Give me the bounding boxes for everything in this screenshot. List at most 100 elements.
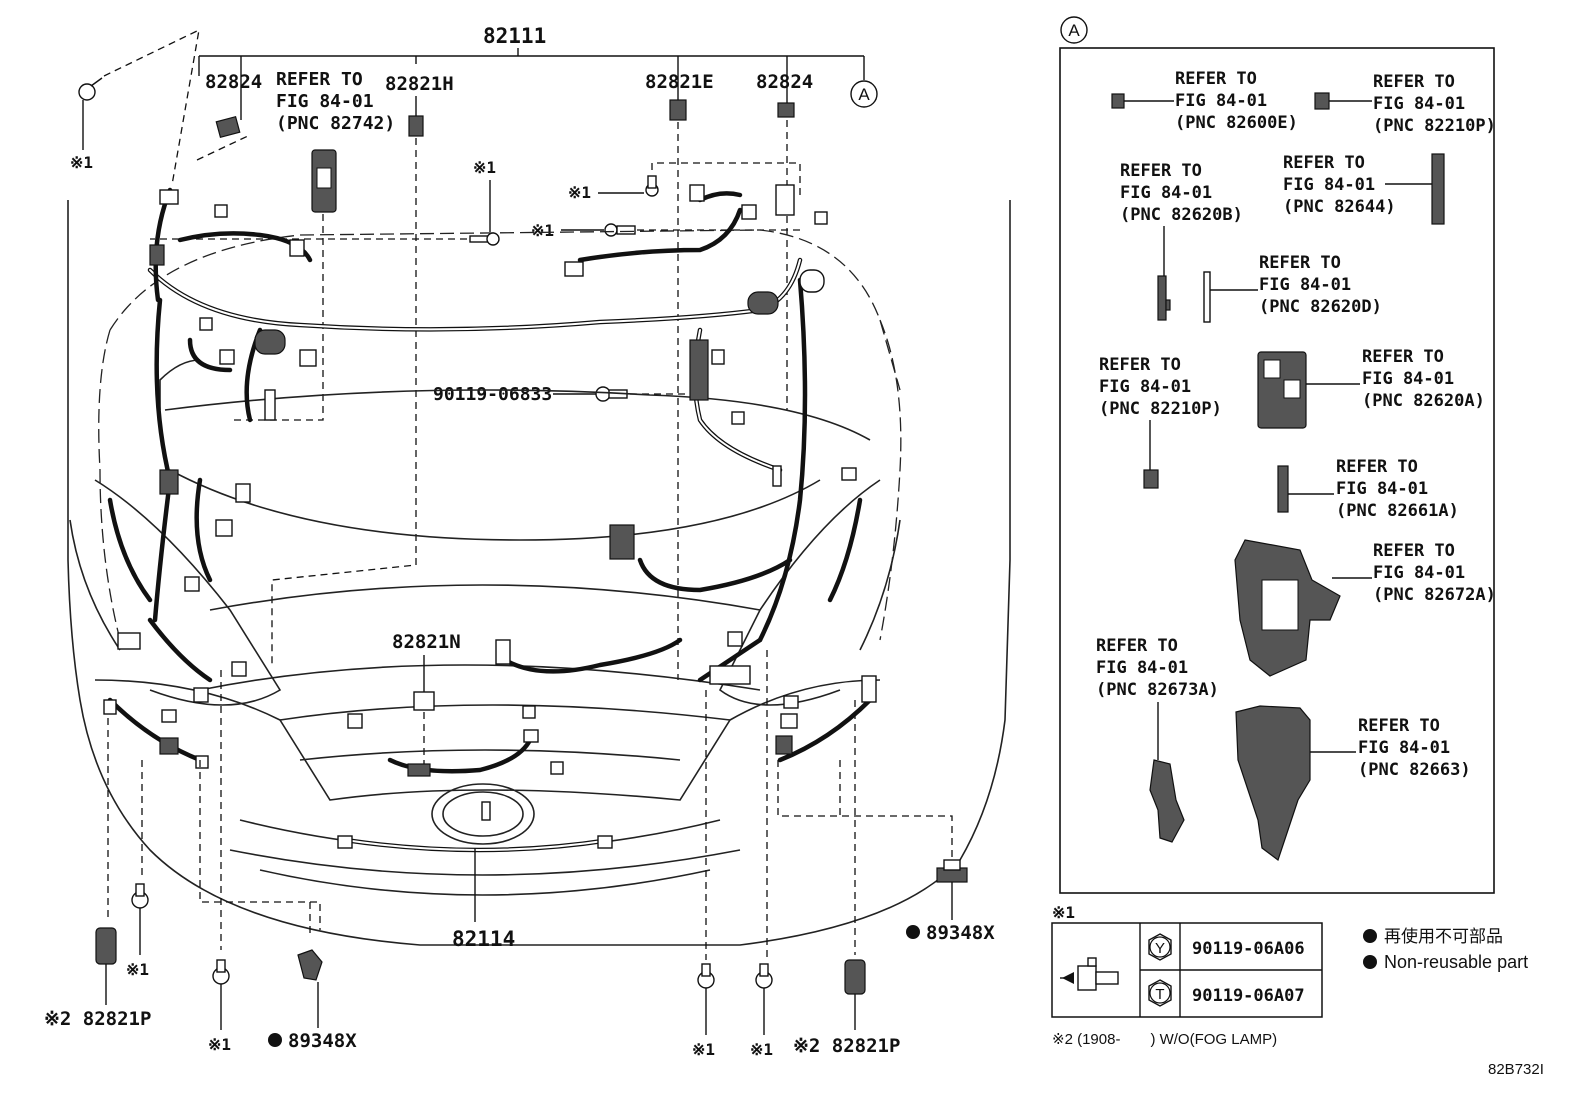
svg-text:FIG 84-01: FIG 84-01 — [1373, 563, 1465, 583]
svg-text:82114: 82114 — [452, 927, 515, 951]
drawing-code: 82B732I — [1488, 1061, 1544, 1078]
svg-text:※1: ※1 — [1052, 903, 1075, 922]
svg-text:REFER TO: REFER TO — [1099, 355, 1181, 375]
svg-text:REFER TO: REFER TO — [1175, 69, 1257, 89]
svg-text:(PNC 82644): (PNC 82644) — [1283, 197, 1396, 217]
connector-82821H — [271, 96, 424, 665]
label-82821H: 82821H — [385, 73, 454, 95]
assy-82111-bracket: 82111 — [198, 24, 865, 80]
svg-text:再使用不可部品: 再使用不可部品 — [1384, 926, 1503, 946]
svg-text:Non-reusable part: Non-reusable part — [1384, 952, 1528, 972]
svg-text:REFER TO: REFER TO — [276, 69, 363, 90]
label-82111: 82111 — [483, 24, 546, 48]
inset-ref-82672A: REFER TO FIG 84-01 (PNC 82672A) — [1234, 539, 1496, 677]
harness-connectors — [103, 184, 877, 849]
svg-text:FIG 84-01: FIG 84-01 — [1336, 479, 1428, 499]
bolt-bottom-right-1: ※1 — [692, 963, 715, 1059]
svg-text:FIG 84-01: FIG 84-01 — [1175, 91, 1267, 111]
inset-ref-82600E: REFER TO FIG 84-01 (PNC 82600E) — [1111, 69, 1298, 133]
svg-text:(PNC 82742): (PNC 82742) — [276, 113, 395, 134]
inset-ref-82620D: REFER TO FIG 84-01 (PNC 82620D) — [1203, 253, 1382, 323]
inset-ref-82663: REFER TO FIG 84-01 (PNC 82663) — [1235, 705, 1471, 861]
svg-text:(PNC 82600E): (PNC 82600E) — [1175, 113, 1298, 133]
svg-text:※1: ※1 — [568, 183, 591, 202]
svg-text:A: A — [1068, 21, 1080, 40]
svg-text:REFER TO: REFER TO — [1096, 636, 1178, 656]
inset-ref-82661A: REFER TO FIG 84-01 (PNC 82661A) — [1277, 457, 1459, 521]
svg-text:※1: ※1 — [473, 158, 496, 177]
bolt-top-left: ※1 — [70, 28, 200, 186]
svg-text:(PNC 82672A): (PNC 82672A) — [1373, 585, 1496, 605]
circle-A-main: A — [850, 80, 878, 108]
svg-text:FIG 84-01: FIG 84-01 — [276, 91, 374, 112]
legend-table: ※1 Y 90119-06A06 T 90119-06A07 — [1051, 903, 1323, 1018]
inset-ref-82673A: REFER TO FIG 84-01 (PNC 82673A) — [1096, 636, 1219, 843]
clip-82821P-right: ※2 82821P — [793, 959, 900, 1057]
svg-text:(PNC 82673A): (PNC 82673A) — [1096, 680, 1219, 700]
footnote-2: ※2 (1908- ) W/O(FOG LAMP) — [1052, 1031, 1277, 1048]
svg-text:(PNC 82663): (PNC 82663) — [1358, 760, 1471, 780]
svg-text:REFER TO: REFER TO — [1336, 457, 1418, 477]
svg-text:FIG 84-01: FIG 84-01 — [1120, 183, 1212, 203]
y-icon: Y — [1155, 940, 1165, 957]
svg-text:FIG 84-01: FIG 84-01 — [1099, 377, 1191, 397]
svg-text:A: A — [858, 85, 870, 104]
svg-text:※1: ※1 — [750, 1040, 773, 1059]
svg-text:(PNC 82620A): (PNC 82620A) — [1362, 391, 1485, 411]
svg-text:90119-06A07: 90119-06A07 — [1192, 986, 1305, 1006]
connector-82821N: 82821N — [392, 631, 461, 777]
inset-ref-82620A: REFER TO FIG 84-01 (PNC 82620A) — [1257, 347, 1485, 429]
inset-ref-82620B: REFER TO FIG 84-01 (PNC 82620B) — [1120, 161, 1243, 321]
bolt-bottom-left-1: ※1 — [126, 883, 149, 979]
svg-text:(PNC 82620B): (PNC 82620B) — [1120, 205, 1243, 225]
svg-text:REFER TO: REFER TO — [1362, 347, 1444, 367]
svg-text:※2 82821P: ※2 82821P — [44, 1008, 151, 1030]
bolt-right-2: ※1 — [531, 221, 800, 240]
svg-text:REFER TO: REFER TO — [1358, 716, 1440, 736]
svg-text:FIG 84-01: FIG 84-01 — [1373, 94, 1465, 114]
svg-text:(PNC 82620D): (PNC 82620D) — [1259, 297, 1382, 317]
svg-text:FIG 84-01: FIG 84-01 — [1096, 658, 1188, 678]
svg-text:REFER TO: REFER TO — [1283, 153, 1365, 173]
svg-text:REFER TO: REFER TO — [1259, 253, 1341, 273]
bolt-bottom-right-2: ※1 — [750, 963, 773, 1059]
refer-main-82742: REFER TO FIG 84-01 (PNC 82742) — [276, 69, 395, 134]
svg-text:※1: ※1 — [208, 1035, 231, 1054]
vehicle-body-outline — [67, 200, 1011, 946]
svg-text:(PNC 82210P): (PNC 82210P) — [1099, 399, 1222, 419]
svg-text:(PNC 82210P): (PNC 82210P) — [1373, 116, 1496, 136]
inset-A: A — [1059, 16, 1495, 894]
svg-text:REFER TO: REFER TO — [1120, 161, 1202, 181]
svg-text:※1: ※1 — [70, 153, 93, 172]
svg-text:82821N: 82821N — [392, 631, 461, 653]
svg-text:※1: ※1 — [126, 960, 149, 979]
clip-89348X-right: 89348X — [906, 859, 995, 944]
svg-text:FIG 84-01: FIG 84-01 — [1259, 275, 1351, 295]
svg-text:89348X: 89348X — [288, 1030, 357, 1052]
t-icon: T — [1155, 986, 1164, 1003]
legend-notes: 再使用不可部品 Non-reusable part — [1363, 926, 1528, 972]
assy-82114-bracket: 82114 — [199, 760, 515, 951]
clip-89348X-left: 89348X — [268, 949, 357, 1052]
label-82824-left: 82824 — [205, 71, 262, 93]
svg-text:FIG 84-01: FIG 84-01 — [1358, 738, 1450, 758]
svg-text:※1: ※1 — [531, 221, 554, 240]
bolt-center-top: ※1 — [150, 158, 500, 246]
label-82821E: 82821E — [645, 71, 714, 93]
connector-82824-left — [196, 64, 251, 161]
svg-text:REFER TO: REFER TO — [1373, 541, 1455, 561]
connector-82824-right — [777, 64, 795, 410]
connector-82821E — [669, 64, 687, 680]
bolt-right-1: ※1 — [568, 162, 801, 202]
svg-text:REFER TO: REFER TO — [1373, 72, 1455, 92]
label-82824-right: 82824 — [756, 71, 813, 93]
inset-ref-82644: REFER TO FIG 84-01 (PNC 82644) — [1283, 153, 1445, 225]
svg-text:※1: ※1 — [692, 1040, 715, 1059]
inset-ref-82210P-top: REFER TO FIG 84-01 (PNC 82210P) — [1314, 72, 1496, 136]
clip-82821P-left: ※2 82821P — [44, 927, 151, 1030]
leader-89348X-right — [777, 760, 953, 858]
module-82742 — [232, 149, 337, 421]
svg-text:89348X: 89348X — [926, 922, 995, 944]
svg-text:90119-06833: 90119-06833 — [433, 384, 552, 405]
